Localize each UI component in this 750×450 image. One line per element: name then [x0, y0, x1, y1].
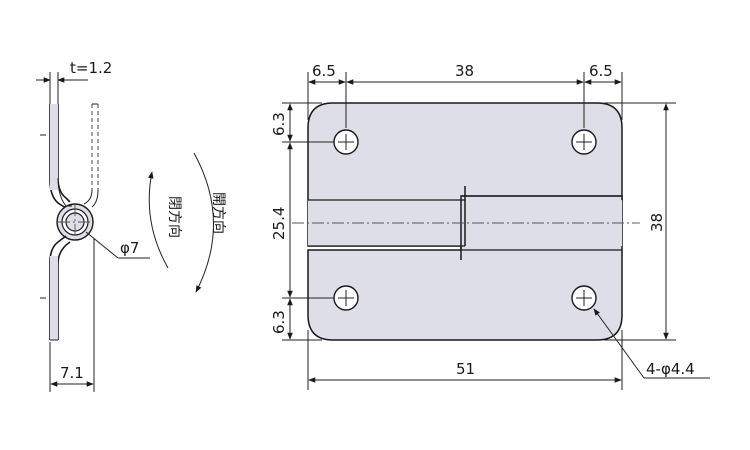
side-hidden-curve: [83, 189, 99, 208]
side-fill-joint: [57, 177, 72, 207]
side-view: t=1.2 φ7 7.1: [36, 59, 226, 392]
hole-callout-leader: [593, 308, 645, 379]
open-direction-arrow: [193, 152, 214, 293]
dim-top-right-label: 6.5: [589, 62, 613, 80]
thickness-label: t=1.2: [70, 59, 112, 77]
mounting-hole-bottom-right: [571, 285, 597, 311]
width-label: 7.1: [60, 364, 84, 382]
side-leaf-top-inner: [57, 104, 71, 203]
dim-left-middle-label: 25.4: [270, 207, 288, 240]
hole-callout-label: 4-φ4.4: [646, 360, 695, 378]
pin-diameter-label: φ7: [120, 239, 139, 257]
side-leaf-top-fill: [50, 104, 58, 190]
dim-left-top-label: 6.3: [270, 112, 288, 136]
open-direction-label: 開方向: [210, 192, 226, 234]
dim-left-bottom-label: 6.3: [270, 310, 288, 334]
mounting-hole-top-left: [333, 129, 359, 155]
dim-top-left-label: 6.5: [312, 62, 336, 80]
dim-right-height-label: 38: [648, 213, 666, 232]
front-view: 6.5 38 6.5 6.3 25.4 6.3 38 51 4-φ4.4: [270, 62, 710, 390]
dim-bottom-width-label: 51: [456, 360, 475, 378]
pin-leader: [85, 231, 119, 259]
mounting-hole-bottom-left: [333, 285, 359, 311]
side-leaf-bottom-inner: [57, 241, 71, 340]
close-direction-arrow: [148, 171, 169, 269]
dim-top-middle-label: 38: [455, 62, 474, 80]
close-direction-label: 閉方向: [166, 196, 182, 238]
mounting-hole-top-right: [571, 129, 597, 155]
side-leaf-bottom-fill: [50, 256, 58, 340]
